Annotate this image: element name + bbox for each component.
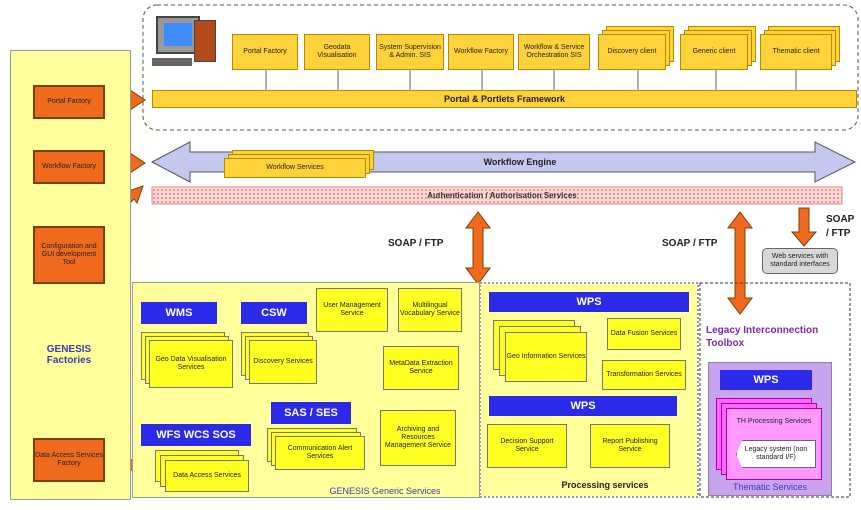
soap-ftp-label-right: SOAP / FTP — [662, 238, 718, 249]
portal-factory-box[interactable]: Portal Factory — [33, 85, 105, 119]
data-access-factory-box[interactable]: Data Access Services Factory — [33, 438, 105, 482]
decision-support-service[interactable]: Decision Support Service — [487, 424, 567, 468]
legacy-system-box[interactable]: Legacy system (non standard I/F) — [736, 440, 816, 468]
ftp-label-web: / FTP — [826, 228, 851, 239]
portal-item-workflow-factory[interactable]: Workflow Factory — [448, 34, 514, 70]
sas-ses-header: SAS / SES — [271, 402, 351, 424]
arrow-soap-web — [790, 207, 818, 247]
geo-data-visualisation[interactable]: Geo Data Visualisation Services — [149, 340, 233, 388]
auth-label: Authentication / Authorisation Services — [427, 191, 577, 200]
wfs-wcs-sos-header: WFS WCS SOS — [141, 424, 251, 446]
th-processing-label: TH Processing Services — [736, 418, 812, 425]
portal-item-orchestration[interactable]: Workflow & Service Orchestration SIS — [518, 34, 590, 70]
portal-item-factory[interactable]: Portal Factory — [232, 34, 298, 70]
portal-framework: Portal & Portlets Framework — [152, 90, 857, 108]
generic-services-title: GENESIS Generic Services — [329, 486, 441, 496]
data-fusion-services[interactable]: Data Fusion Services — [607, 318, 681, 350]
workflow-engine-label: Workflow Engine — [483, 157, 557, 167]
thematic-services-title: Thematic Services — [732, 482, 808, 492]
metadata-extraction-service[interactable]: MetaData Extraction Service — [383, 346, 459, 390]
discovery-services[interactable]: Discovery Services — [249, 340, 317, 384]
data-access-services[interactable]: Data Access Services — [165, 460, 249, 492]
processing-services-title: Processing services — [561, 480, 649, 490]
processing-frame — [479, 282, 699, 498]
computer-icon — [150, 14, 220, 72]
wps-header-2: WPS — [489, 396, 677, 416]
arrow-soap-right — [727, 211, 753, 315]
soap-label-web: SOAP — [826, 214, 855, 225]
user-management-service[interactable]: User Management Service — [316, 288, 388, 332]
archiving-resources-service[interactable]: Archiving and Resources Management Servi… — [380, 410, 456, 466]
arrow-soap-center — [465, 211, 491, 285]
communication-alert-services[interactable]: Communication Alert Services — [275, 436, 365, 470]
auth-band — [151, 186, 843, 205]
report-publishing-service[interactable]: Report Publishing Service — [590, 424, 670, 468]
legacy-title: Legacy Interconnection Toolbox — [706, 325, 819, 349]
soap-ftp-label-center: SOAP / FTP — [388, 238, 444, 249]
legacy-frame — [699, 282, 851, 498]
multilingual-vocabulary-service[interactable]: Multilingual Vocabulary Service — [398, 288, 462, 332]
legacy-wps-header: WPS — [720, 370, 812, 390]
csw-header: CSW — [241, 302, 307, 324]
workflow-factory-box[interactable]: Workflow Factory — [33, 150, 105, 184]
config-gui-tool-box[interactable]: Configuration and GUI development Tool — [33, 226, 105, 284]
wps-header-1: WPS — [489, 292, 689, 312]
discovery-client[interactable]: Discovery client — [598, 34, 666, 70]
web-services-box[interactable]: Web services with standard interfaces — [762, 248, 838, 274]
workflow-services[interactable]: Workflow Services — [224, 158, 366, 178]
wms-header: WMS — [141, 302, 217, 324]
generic-client[interactable]: Generic client — [680, 34, 748, 70]
thematic-client[interactable]: Thematic client — [760, 34, 832, 70]
transformation-services[interactable]: Transformation Services — [602, 360, 686, 390]
geo-information-services[interactable]: Geo Information Services — [505, 332, 587, 382]
portal-item-geodata[interactable]: Geodata Visualisation — [304, 34, 370, 70]
genesis-factories-label: GENESIS Factories — [46, 344, 92, 366]
portal-item-supervision[interactable]: System Supervision & Admin. SIS — [376, 34, 444, 70]
